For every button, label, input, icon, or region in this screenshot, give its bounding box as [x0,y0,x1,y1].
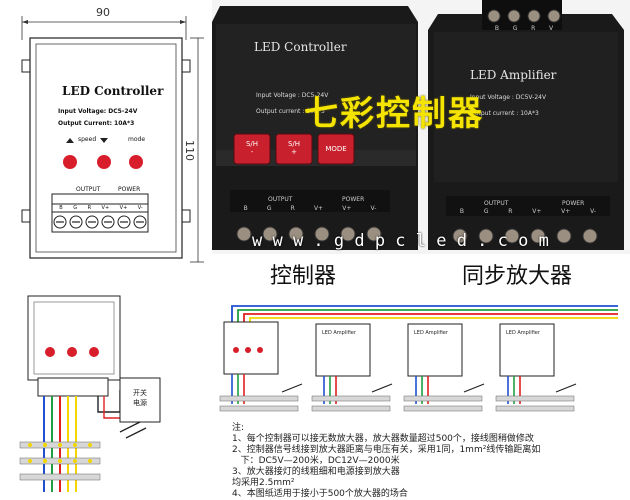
drawing-speed-label: speed [78,136,97,143]
photo-controller-power-label: POWER [342,196,365,203]
amplifier-top-terminal-b: B [494,25,499,32]
drawing-terminal-vplus2: V+ [119,205,128,211]
photo-amplifier-terminals: B G R V+ V+ V- [450,208,606,215]
drawing-output-label: OUTPUT [76,186,101,193]
note-3: 3、放大器接灯的线粗细和电源接到放大器 [232,467,400,477]
photo-amplifier-terminal-vplus2: V+ [561,208,571,215]
photo-controller-terminal-b: B [243,205,248,212]
photo-controller-terminal-r: R [290,205,295,212]
notes-heading: 注: [232,423,245,433]
drawing-mode-label: mode [128,136,146,143]
drawing-terminal-vminus: V- [137,205,143,211]
photo-amplifier-terminal-r: R [508,208,513,215]
photo-controller-title: LED Controller [254,40,347,54]
photo-amplifier-power-label: POWER [562,200,585,207]
photo-amplifier-terminal-vplus1: V+ [532,208,542,215]
photo-button-sh-minus: S/H - [245,140,259,156]
drawing-terminal-b: B [59,205,63,211]
photo-devices [212,0,630,292]
controller-drawing: 90 110 LED Controller Input Voltage: DC5… [0,0,210,270]
notes: 注: 1、每个控制器可以接无数放大器，放大器数量超过500个，接线图稍做修改 2… [232,420,622,499]
photo-amplifier-terminal-b: B [459,208,465,215]
dimension-width: 90 [96,6,110,19]
controller-wiring-lines [19,295,161,492]
drawing-power-label: POWER [118,186,141,193]
photo-controller-output-label: OUTPUT [268,196,293,203]
dimension-height: 110 [183,140,196,161]
amplifier-top-terminal-v: V [549,25,554,32]
photo-controller-terminal-vplus1: V+ [313,205,324,212]
drawing-terminal-vplus1: V+ [101,205,110,211]
note-3-continued: 均采用2.5mm² [232,478,295,488]
caption-controller: 控制器 [270,264,337,289]
photo-button-sh-plus: S/H + [287,140,301,156]
caption-amplifier: 同步放大器 [462,264,573,289]
watermark-url: w w w . g d p c l e d . c o m [252,231,549,251]
note-2: 2、控制器信号线接到放大器距离与电压有关，采用1同，1mm²线传输距离如 [232,445,541,455]
amplifier-label-2: LED Amplifier [414,330,448,336]
photo-controller-terminals: B G R V+ V+ V- [234,205,386,212]
controller-wiring-diagram: 开关 电源 [0,292,210,500]
amplifier-label-3: LED Amplifier [506,330,540,336]
photo-amplifier-output-label: OUTPUT [484,200,509,207]
photo-controller-input: Input Voltage : DC5-24V [256,92,329,99]
amplifier-top-terminals: B G R V [488,25,560,32]
photo-amplifier-input: Input Voltage : DC5V-24V [470,94,547,101]
photo-controller-terminal-vplus2: V+ [342,205,352,212]
watermark-title: 七彩控制器 [304,94,484,134]
drawing-terminal-labels: B G R V+ V+ V- [54,205,148,211]
drawing-output-current: Output Current: 10A*3 [58,120,135,127]
drawing-lines [21,16,204,263]
note-4: 4、本图纸适用于接小于500个放大器的场合 [232,489,408,499]
product-photo: LED Controller Input Voltage : DC5-24V O… [212,0,630,292]
photo-amplifier-title: LED Amplifier [470,68,557,82]
photo-amplifier-terminal-vminus: V- [590,208,597,215]
amplifier-label-1: LED Amplifier [322,330,356,336]
photo-controller-terminal-vminus: V- [370,205,377,212]
amplifier-chain-lines [219,305,618,412]
photo-controller-output: Output current : 10A*3 [256,108,325,115]
photo-amplifier-terminal-g: G [483,208,489,215]
note-2-continued: 下：DC5V—200米，DC12V—2000米 [232,456,400,466]
photo-controller-terminal-g: G [266,205,272,212]
amplifier-top-terminal-r: R [531,25,536,32]
drawing-terminal-r: R [87,205,92,211]
amplifier-top-terminal-g: G [512,25,518,32]
amplifier-chain-diagram: LED Amplifier LED Amplifier LED Amplifie… [212,292,630,420]
photo-amplifier-output: Output current : 10A*3 [470,110,539,117]
drawing-input-voltage: Input Voltage: DC5-24V [58,108,138,115]
note-1: 1、每个控制器可以接无数放大器，放大器数量超过500个，接线图稍做修改 [232,434,534,444]
drawing-terminal-g: G [73,205,78,211]
drawing-title: LED Controller [62,84,164,98]
photo-button-mode: MODE [325,145,347,153]
power-supply-box-label: 开关 电源 [133,389,147,407]
